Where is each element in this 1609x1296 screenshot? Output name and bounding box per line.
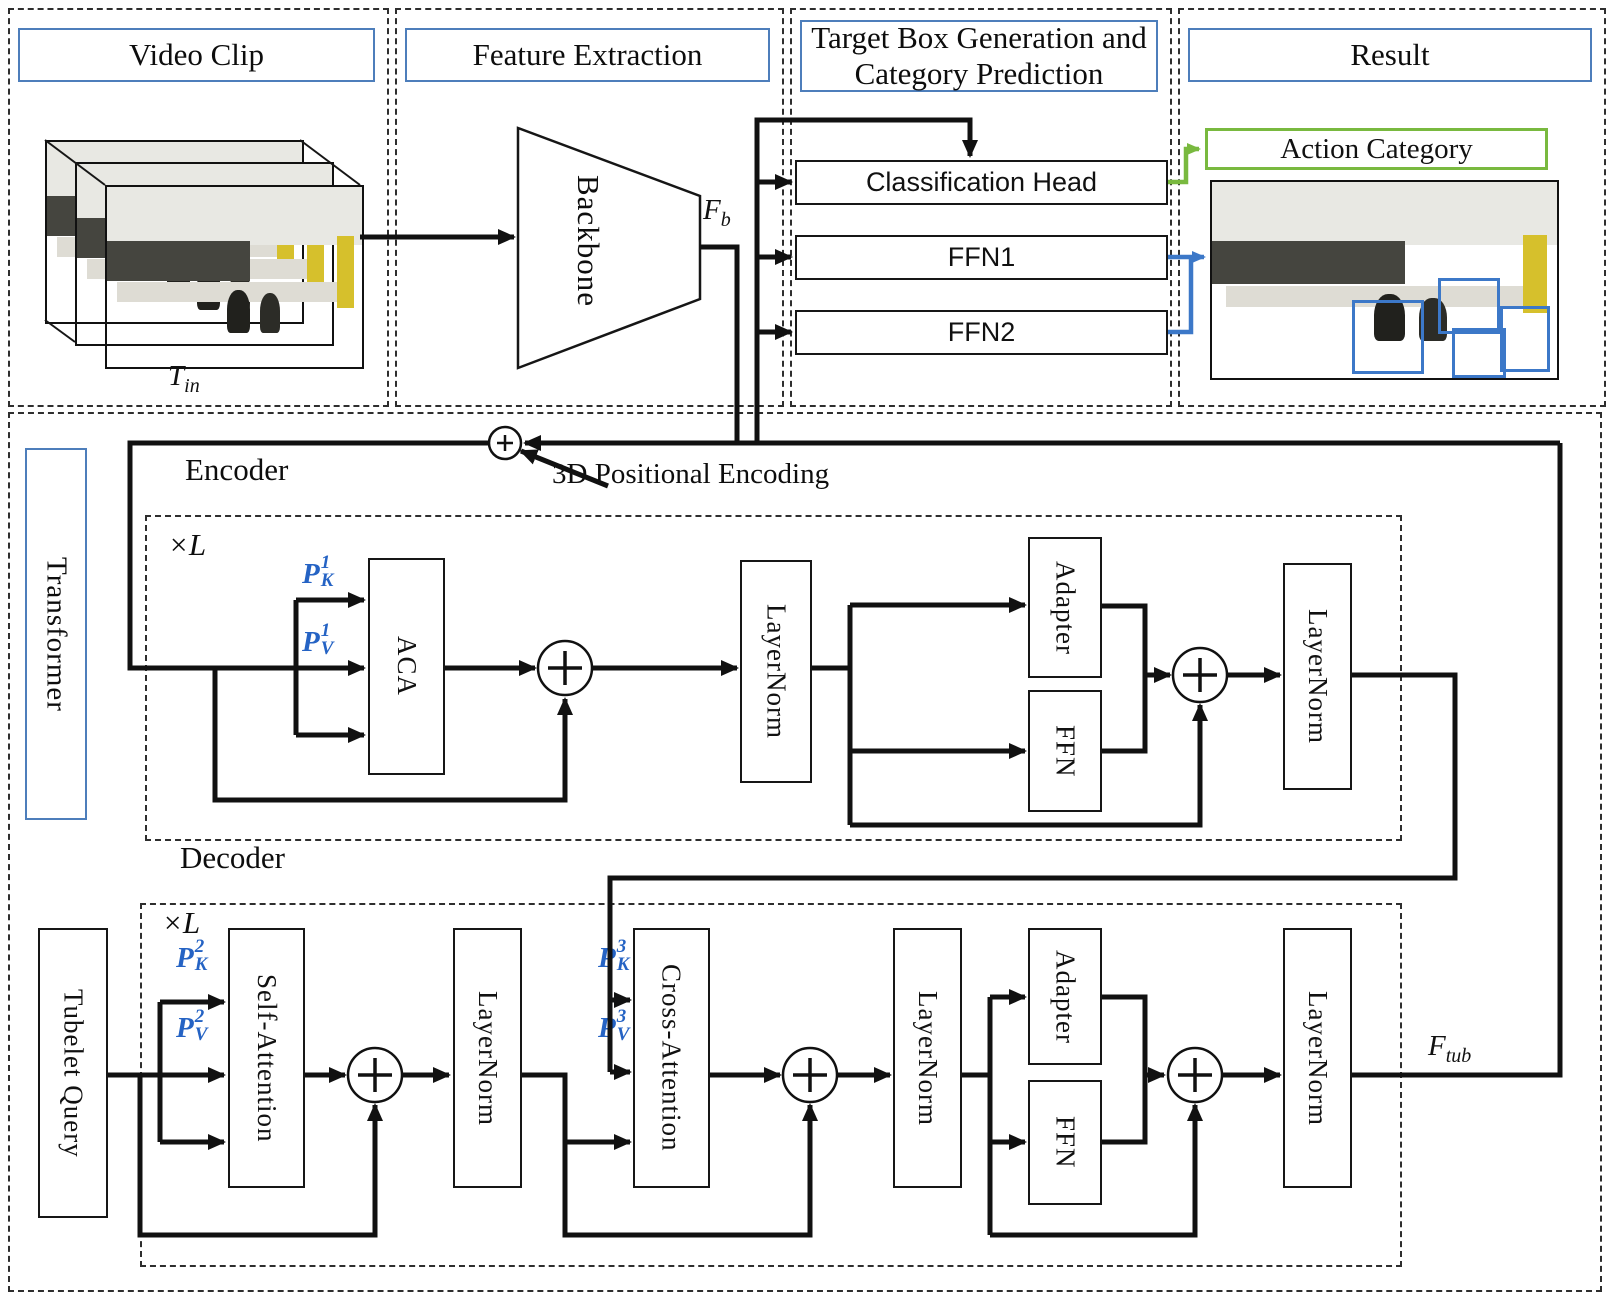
transformer-label: Transformer (40, 556, 73, 712)
encoder-aca-box: ACA (368, 558, 445, 775)
classification-head-box: Classification Head (795, 160, 1168, 205)
frame-person (260, 293, 281, 333)
encoder-layernorm2-box: LayerNorm (1283, 563, 1352, 790)
decoder-ffn-box: FFN (1028, 1080, 1102, 1205)
ffn1-label: FFN1 (947, 242, 1016, 272)
ffn1-box: FFN1 (795, 235, 1168, 280)
positional-encoding-label: 3D Positional Encoding (552, 458, 830, 490)
backbone-label: Backbone (571, 175, 606, 307)
result-cabinet (1212, 240, 1406, 284)
f-b-label: Fb (703, 194, 731, 231)
result-title: Result (1350, 37, 1430, 73)
classification-head-label: Classification Head (865, 167, 1098, 197)
result-image (1210, 180, 1559, 380)
decoder-block (140, 903, 1402, 1267)
f-tub-label: Ftub (1428, 1030, 1472, 1067)
tubelet-query-box: Tubelet Query (38, 928, 108, 1218)
encoder-layernorm1-label: LayerNorm (761, 604, 792, 739)
person-bounding-box (1500, 306, 1550, 372)
decoder-layernorm3-label: LayerNorm (1303, 990, 1333, 1126)
decoder-layernorm1-box: LayerNorm (453, 928, 522, 1188)
ffn2-box: FFN2 (795, 310, 1168, 355)
result-yellow-pillar (1522, 234, 1547, 314)
target-box-title: Target Box Generation and Category Predi… (811, 20, 1147, 91)
video-clip-panel (8, 8, 389, 407)
result-panel (1178, 8, 1606, 407)
video-clip-title: Video Clip (128, 37, 265, 73)
frame-wall (107, 187, 362, 245)
frame-cabinet (107, 241, 250, 281)
decoder-label: Decoder (180, 840, 285, 875)
decoder-adapter-box: Adapter (1028, 928, 1102, 1065)
video-frame-front (105, 185, 364, 369)
ffn2-label: FFN2 (947, 317, 1016, 347)
person-bounding-box (1438, 278, 1500, 334)
encoder-adapter-box: Adapter (1028, 537, 1102, 678)
self-attention-box: Self-Attention (228, 928, 305, 1188)
result-header: Result (1188, 28, 1592, 82)
action-category-box: Action Category (1205, 128, 1548, 170)
decoder-layernorm3-box: LayerNorm (1283, 928, 1352, 1188)
person-bounding-box (1352, 300, 1424, 374)
encoder-ffn-label: FFN (1050, 724, 1081, 778)
feature-extraction-header: Feature Extraction (405, 28, 770, 82)
decoder-repeat-label: ×L (162, 905, 201, 940)
encoder-layernorm1-box: LayerNorm (740, 560, 812, 783)
cross-attention-box: Cross-Attention (633, 928, 710, 1188)
action-category-label: Action Category (1280, 132, 1473, 165)
target-box-header: Target Box Generation and Category Predi… (800, 20, 1158, 92)
transformer-label-box: Transformer (25, 448, 87, 820)
tubelet-query-label: Tubelet Query (58, 988, 89, 1158)
decoder-layernorm2-box: LayerNorm (893, 928, 962, 1188)
encoder-aca-label: ACA (392, 636, 422, 697)
result-wall (1212, 182, 1557, 245)
frame-yellow-pillar (336, 235, 355, 308)
cross-attention-label: Cross-Attention (656, 964, 687, 1152)
t-in-label: Tin (168, 360, 200, 397)
encoder-adapter-label: Adapter (1050, 560, 1081, 655)
video-clip-header: Video Clip (18, 28, 375, 82)
decoder-adapter-label: Adapter (1050, 949, 1081, 1044)
decoder-layernorm2-label: LayerNorm (913, 990, 943, 1126)
decoder-ffn-label: FFN (1050, 1116, 1081, 1169)
encoder-layernorm2-label: LayerNorm (1303, 609, 1333, 744)
frame-person (226, 289, 250, 333)
self-attention-label: Self-Attention (252, 973, 282, 1143)
decoder-layernorm1-label: LayerNorm (473, 990, 503, 1126)
encoder-ffn-box: FFN (1028, 690, 1102, 812)
person-bounding-box (1452, 328, 1506, 378)
encoder-label: Encoder (185, 452, 289, 487)
feature-extraction-title: Feature Extraction (472, 37, 703, 73)
